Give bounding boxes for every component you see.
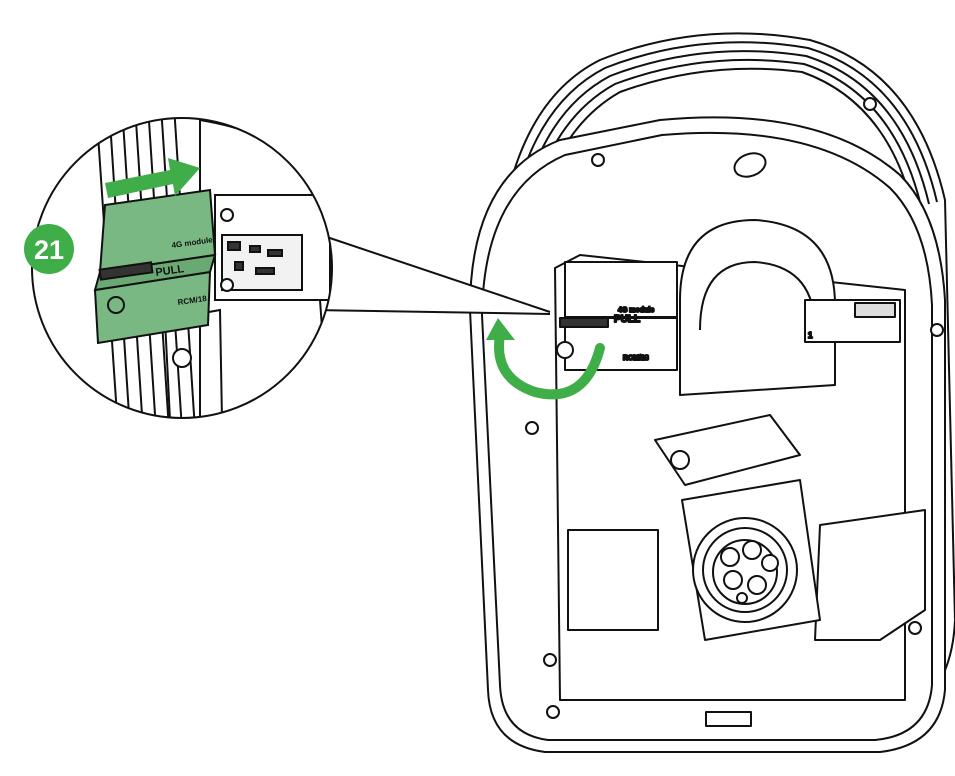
socket-pin — [736, 592, 748, 604]
step-number: 21 — [34, 235, 64, 265]
bracket-hole — [670, 450, 690, 470]
socket-pin — [742, 540, 762, 560]
central-bracket — [654, 414, 801, 486]
socket-pin — [747, 575, 767, 595]
module-cover-side — [93, 253, 217, 292]
arrow-right-icon — [105, 158, 200, 198]
module-cover — [93, 188, 217, 345]
module-bottom-label: RCM/18 — [177, 294, 208, 307]
latch-small — [556, 341, 574, 359]
socket-pin — [723, 570, 743, 590]
terminal-connector — [854, 302, 896, 318]
pull-label: PULL — [155, 263, 185, 279]
screw — [930, 323, 944, 337]
lower-cavity-right — [814, 509, 926, 641]
step-badge-icon — [24, 224, 74, 274]
zoom-callout: 4G module PULL RCM/18 — [31, 117, 333, 419]
module-top-label-small: 4G module — [618, 307, 654, 314]
screw — [525, 421, 539, 435]
screw — [863, 97, 877, 111]
socket-pin — [720, 547, 740, 567]
step-badge: 21 — [24, 224, 74, 274]
pull-label-small: PULL — [614, 314, 640, 325]
rotate-arrow-icon — [486, 318, 605, 400]
front-housing-inner — [481, 131, 933, 741]
screw — [543, 653, 557, 667]
arch-cover-inner — [699, 261, 816, 331]
top-slot — [733, 152, 767, 178]
screw — [546, 705, 560, 719]
callout-lines — [311, 230, 551, 315]
charger-housing: 4G module PULL RCM/18 1 — [469, 32, 955, 753]
latch — [107, 296, 125, 314]
lower-cavity-left — [567, 529, 659, 631]
socket-pin — [761, 554, 779, 572]
zoom-circle-border — [31, 117, 333, 419]
arch-cover — [679, 219, 836, 396]
module-bottom-label-small: RCM/18 — [623, 355, 649, 362]
screw — [908, 621, 922, 635]
pull-tab — [98, 261, 154, 281]
screw — [591, 153, 605, 167]
pull-tab-small — [559, 317, 609, 328]
bottom-tab — [705, 711, 752, 727]
terminal-label: 1 — [808, 331, 813, 340]
